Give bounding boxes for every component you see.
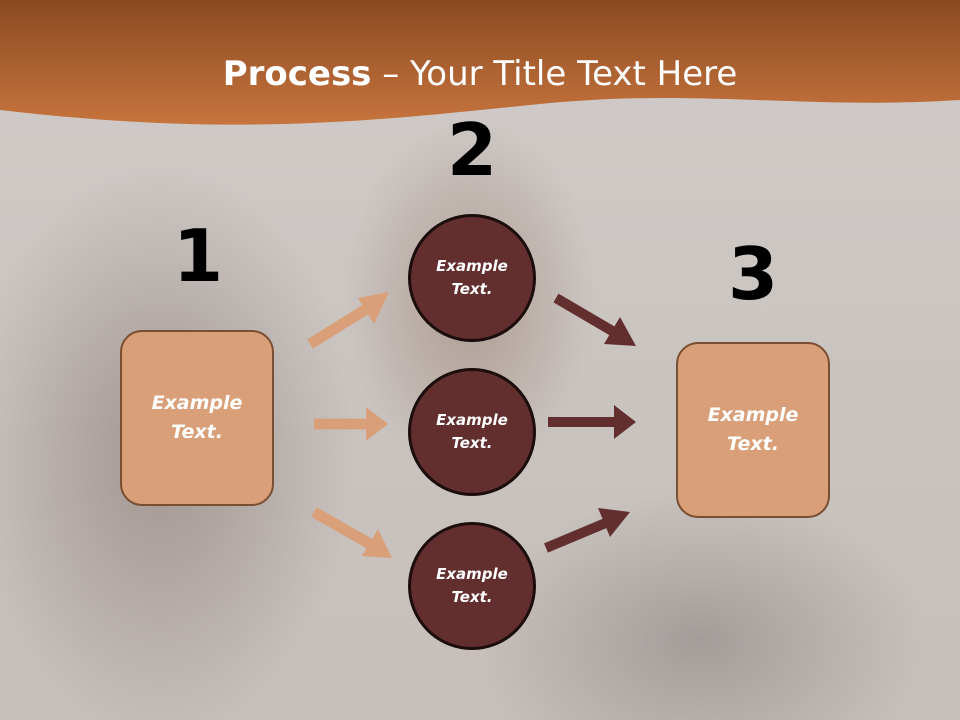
arrow-circle-top-to-box <box>553 293 636 346</box>
circle-middle: Example Text. <box>408 368 536 496</box>
right-example-box: Example Text. <box>676 342 830 518</box>
title-banner <box>0 0 960 125</box>
arrow-box-to-circle-bottom <box>311 507 392 558</box>
left-example-box: Example Text. <box>120 330 274 506</box>
circle-mid-line2: Text. <box>451 434 493 452</box>
left-box-line2: Text. <box>171 421 223 443</box>
arrow-circle-bottom-to-box <box>544 508 630 553</box>
step-number-1: 1 <box>172 214 224 298</box>
arrow-circle-mid-to-box <box>548 405 636 439</box>
step-number-3: 3 <box>727 232 779 316</box>
circle-bottom: Example Text. <box>408 522 536 650</box>
circle-bottom-line2: Text. <box>451 588 493 606</box>
arrow-box-to-circle-mid <box>314 407 388 441</box>
title-rest: – Your Title Text Here <box>371 54 738 94</box>
step-number-2: 2 <box>446 108 498 192</box>
page-title: Process – Your Title Text Here <box>0 52 960 96</box>
right-box-line2: Text. <box>727 433 779 455</box>
circle-top: Example Text. <box>408 214 536 342</box>
circle-mid-line1: Example <box>436 411 508 429</box>
title-bold: Process <box>222 54 372 94</box>
circle-top-line2: Text. <box>451 280 493 298</box>
circle-bottom-line1: Example <box>436 565 508 583</box>
circle-top-line1: Example <box>436 257 508 275</box>
left-box-line1: Example <box>151 392 243 414</box>
right-box-line1: Example <box>707 404 799 426</box>
arrow-box-to-circle-top <box>307 292 389 349</box>
